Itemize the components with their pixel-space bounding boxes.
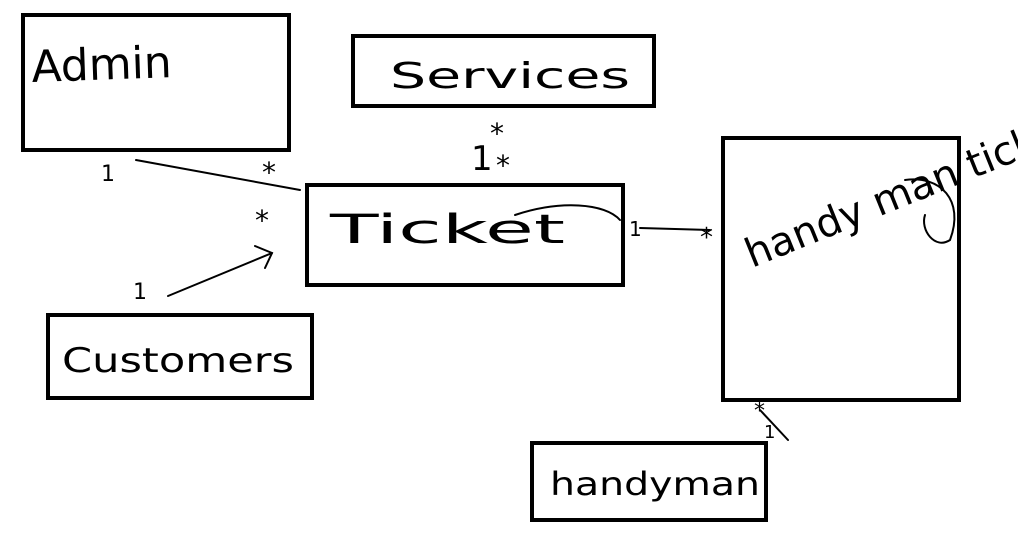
- entity-customers: Customers: [46, 313, 314, 400]
- ticket-right-multiplicity: 1: [629, 217, 642, 241]
- multiplicity-labels: 1 * 1 * * * 1 1 * * 1: [101, 117, 775, 443]
- customers-ticket-arrowhead: [254, 245, 274, 269]
- ticket-handyman-ticket-line: [639, 227, 711, 231]
- handyman-box: [530, 441, 768, 522]
- handyman-ticket-scribble: [904, 178, 956, 244]
- services-multiplicity-1: *: [490, 117, 504, 150]
- customers-ticket-line: [167, 252, 273, 297]
- entity-handyman: handyman: [530, 441, 768, 522]
- entity-ticket: Ticket: [305, 183, 625, 287]
- customers-label: Customers: [62, 341, 294, 381]
- admin-box: [21, 13, 291, 152]
- handyman-ticket-handyman-line: [759, 409, 789, 441]
- handyman-ticket-box: [721, 136, 961, 402]
- ticket-label: Ticket: [328, 207, 565, 253]
- entity-admin: Admin: [21, 13, 291, 152]
- services-multiplicity-2: *: [496, 149, 510, 182]
- admin-ticket-line: [135, 159, 301, 191]
- admin-ticket-multiplicity: *: [262, 156, 276, 189]
- customers-multiplicity: 1: [133, 280, 147, 305]
- services-box: [351, 34, 656, 108]
- ticket-box: [305, 183, 625, 287]
- admin-multiplicity: 1: [101, 162, 115, 187]
- customers-ticket-multiplicity: *: [255, 204, 269, 237]
- admin-label: Admin: [31, 37, 173, 93]
- customers-box: [46, 313, 314, 400]
- entity-services: Services: [351, 34, 656, 108]
- handyman-ticket-bottom-multiplicity: *: [754, 399, 765, 424]
- handyman-label: handyman: [550, 465, 760, 503]
- services-label: Services: [390, 56, 630, 97]
- handyman-multiplicity: 1: [764, 422, 775, 443]
- handyman-ticket-left-multiplicity: *: [700, 223, 713, 253]
- services-bar-multiplicity: 1: [471, 139, 493, 179]
- ticket-scribble-line: [514, 204, 621, 221]
- relationship-lines: [135, 159, 956, 441]
